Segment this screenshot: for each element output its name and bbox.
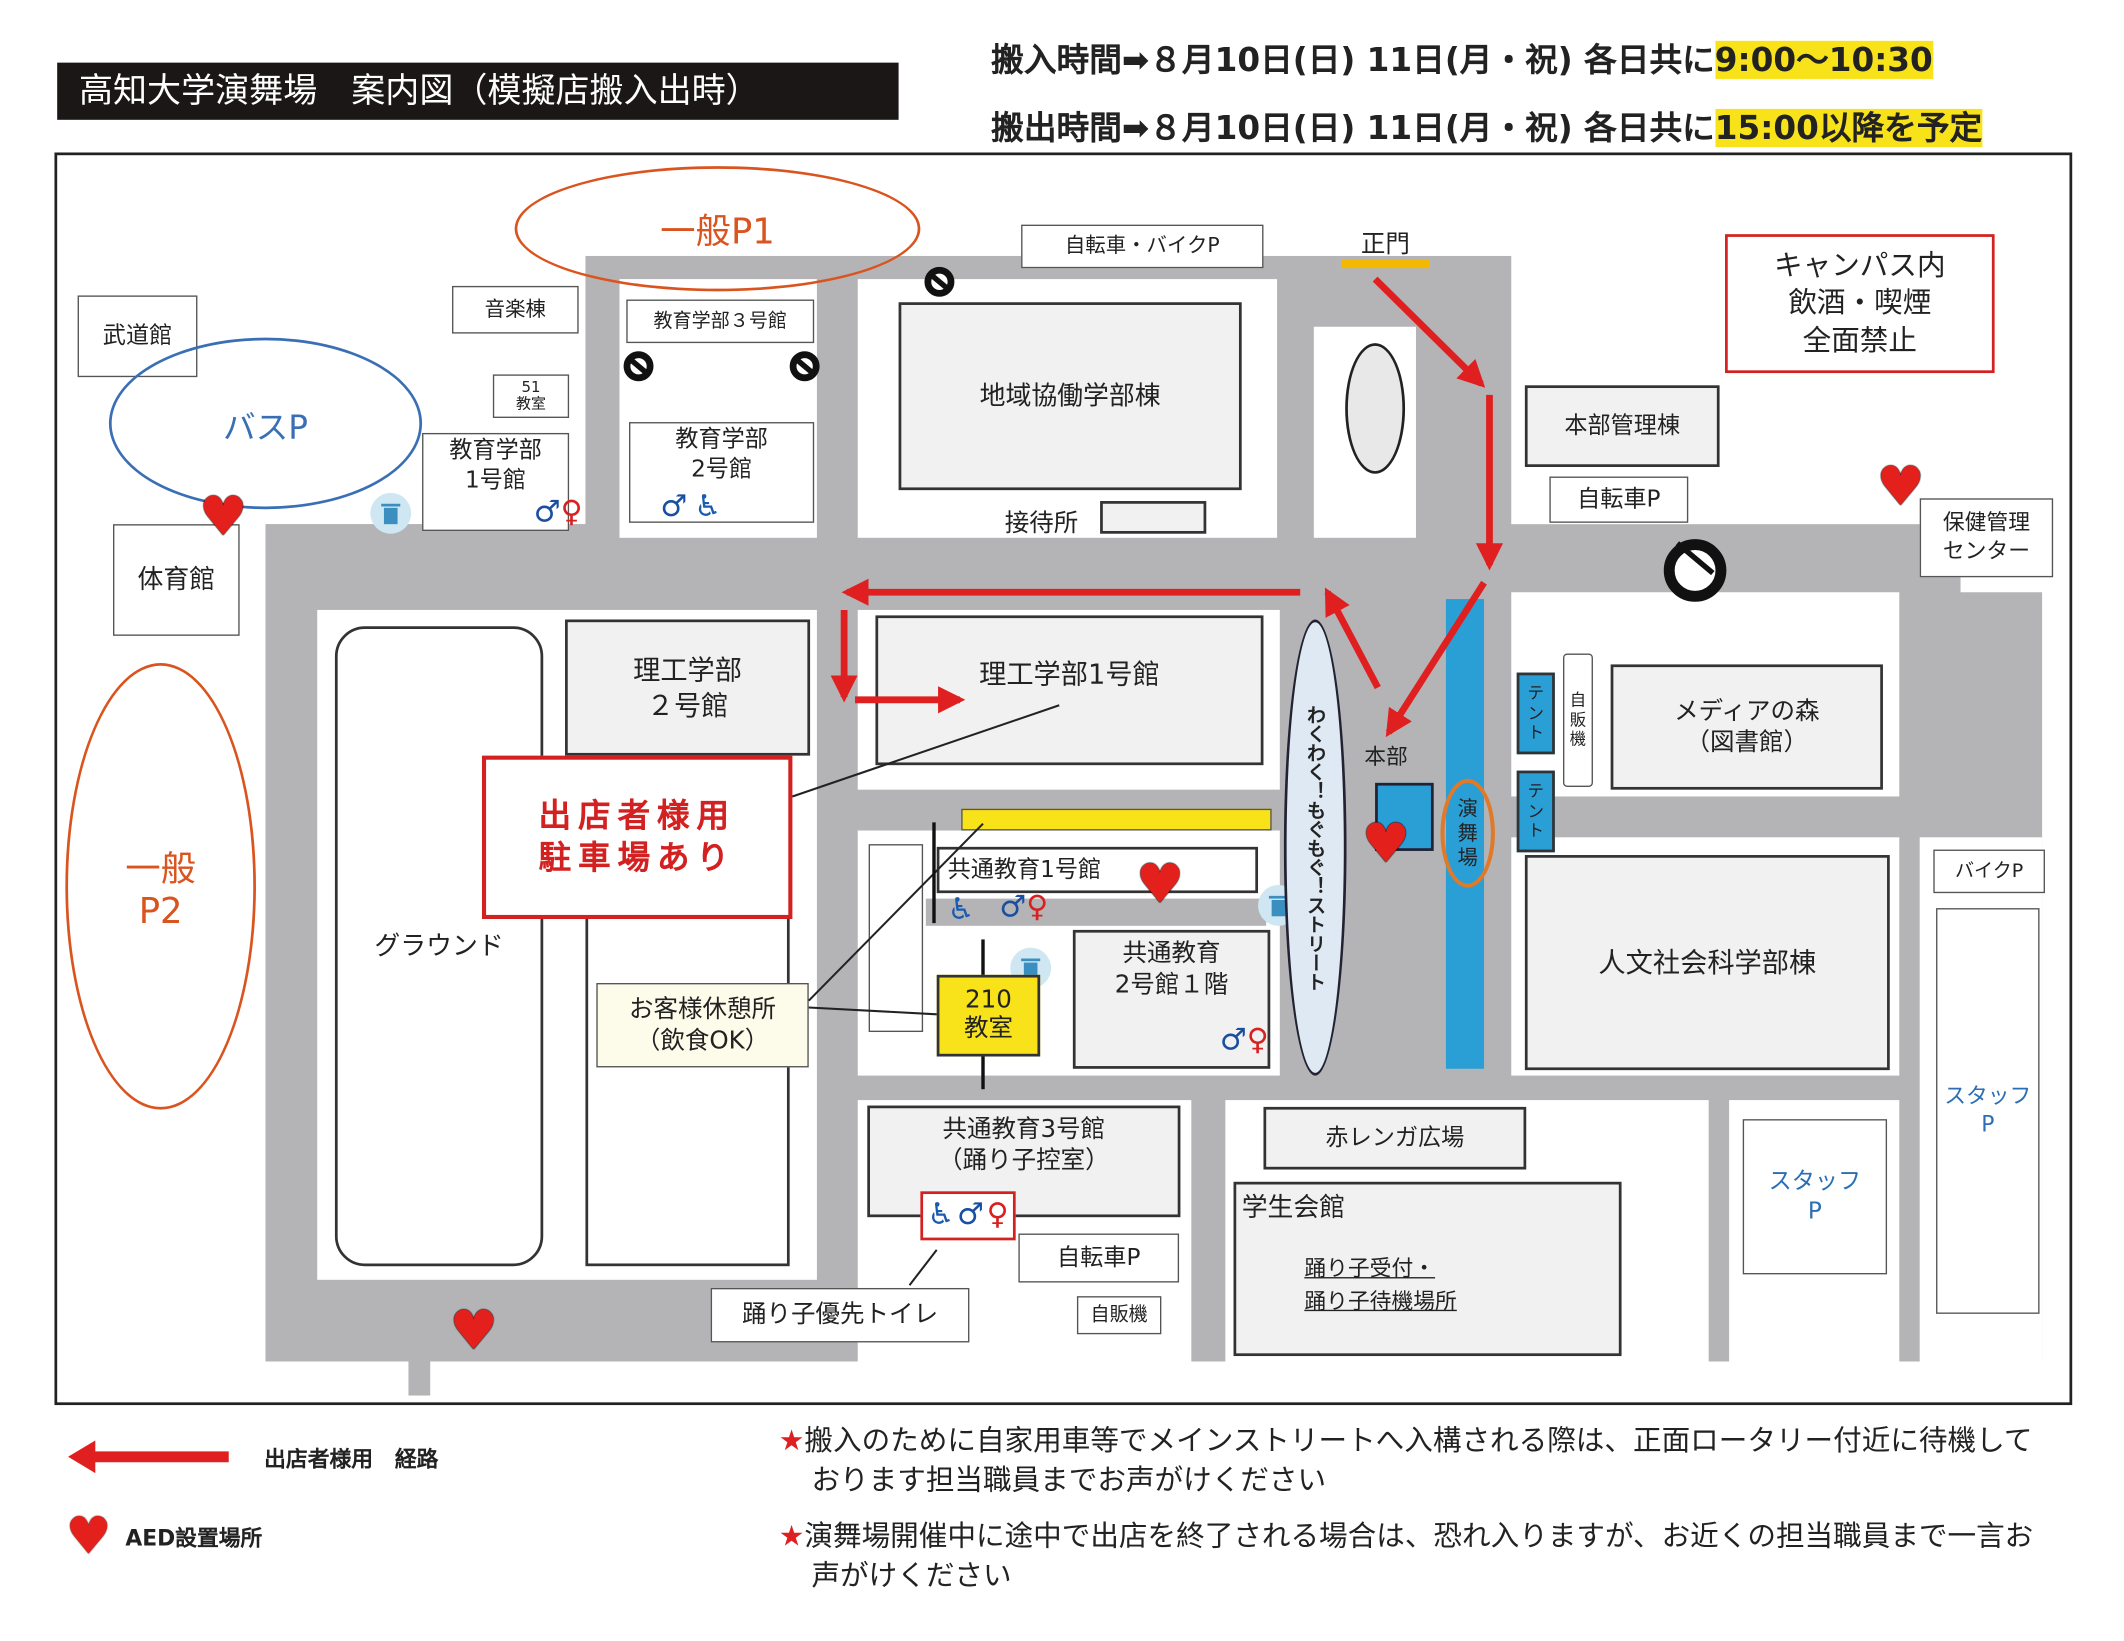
male-icon: ♂ [957, 1198, 984, 1233]
kyotsu-building-2: 共通教育 2号館１階 [1072, 929, 1271, 1069]
ground: グラウンド [334, 626, 544, 1267]
aed-heart-icon: ♥ [65, 1505, 112, 1566]
carry-out-label: 搬出時間➡８月10日(日) 11日(月・祝) 各日共に [991, 108, 1715, 148]
wheelchair-icon: ♿ [947, 893, 975, 928]
kyotsu-building-1-wing [868, 844, 924, 1033]
room-210: 210 教室 [936, 974, 1041, 1057]
student-hall [1233, 1181, 1622, 1357]
restroom-icon: ♂♀ [533, 495, 583, 530]
legend-route: 出店者様用 経路 [68, 1440, 439, 1474]
aed-heart-icon: ♥ [449, 1300, 499, 1363]
dancer-reception: 踊り子受付・ 踊り子待機場所 [1304, 1255, 1457, 1314]
humanities-building: 人文社会科学部棟 [1524, 855, 1890, 1071]
aed-heart-icon: ♥ [1135, 853, 1185, 917]
vending-machine: 自 販 機 [1563, 653, 1593, 787]
dancer-priority-toilet: 踊り子優先トイレ [710, 1287, 970, 1343]
vendor-parking-callout: 出店者様用 駐車場あり [481, 755, 793, 920]
note-1: ★搬入のために自家用車等でメインストリートへ入構される際は、正面ロータリー付近に… [779, 1421, 2045, 1501]
wheelchair-icon: ♿ [927, 1198, 955, 1233]
waku-waku-mogu-mogu-street[interactable]: わくわく！もぐもぐ！ストリート [1283, 619, 1347, 1076]
star-icon: ★ [778, 1519, 805, 1553]
note-2-text: 演舞場開催中に途中で出店を終了される場合は、恐れ入りますが、お近くの担当職員まで… [804, 1519, 2034, 1593]
kyotsu-building-1: 共通教育1号館 [936, 846, 1259, 894]
red-arrow-icon [68, 1440, 229, 1474]
main-gate: 正門 [1341, 225, 1430, 269]
bike-parking[interactable]: バイクP [1933, 849, 2045, 894]
white-area [2042, 592, 2070, 1362]
room-51: 51 教室 [492, 374, 570, 418]
carry-in-hours: 9:00～10:30 [1714, 40, 1933, 79]
reception-office [1100, 501, 1207, 534]
road-area [408, 1354, 431, 1396]
no-entry-icon [623, 351, 654, 382]
headquarters-admin-building: 本部管理棟 [1524, 385, 1720, 467]
parking-p1[interactable]: 一般P1 [514, 166, 921, 292]
carry-in-label: 搬入時間➡８月10日(日) 11日(月・祝) 各日共に [991, 40, 1715, 79]
bicycle-parking-right[interactable]: 自転車P [1549, 476, 1689, 523]
bus-parking[interactable]: バスP [108, 337, 423, 510]
health-center: 保健管理 センター [1919, 498, 2054, 578]
star-icon: ★ [778, 1424, 805, 1457]
reception-office-label: 接待所 [1004, 509, 1079, 538]
education-building-1: 教育学部 1号館 [422, 432, 570, 531]
vending-machine-bottom: 自販機 [1076, 1296, 1162, 1335]
aed-heart-icon: ♥ [1876, 456, 1925, 519]
aed-heart-icon: ♥ [198, 486, 248, 549]
no-drinking-smoking-notice: キャンパス内 飲酒・喫煙 全面禁止 [1725, 234, 1995, 374]
media-forest-library: メディアの森 （図書館） [1610, 664, 1883, 790]
headquarters-label: 本部 [1364, 743, 1408, 770]
carry-in-time: 搬入時間➡８月10日(日) 11日(月・祝) 各日共に9:00～10:30 [991, 33, 1933, 81]
note-2: ★演舞場開催中に途中で出店を終了される場合は、恐れ入りますが、お近くの担当職員ま… [779, 1517, 2045, 1597]
staff-parking[interactable]: スタッフ P [1742, 1119, 1888, 1275]
riko-building-2: 理工学部 ２号館 [565, 619, 811, 756]
female-icon: ♀ [986, 1198, 1009, 1233]
wheelchair-icon: ♿ [694, 490, 722, 525]
no-entry-icon [1663, 539, 1727, 602]
road-area [925, 898, 1267, 926]
restroom-icon: ♂♀ [999, 890, 1049, 925]
parking-p2[interactable]: 一般 P2 [65, 663, 256, 1110]
yellow-loading-zone [961, 808, 1272, 831]
tent: テ ン ト [1516, 672, 1555, 755]
legend-aed-label: AED設置場所 [125, 1524, 263, 1551]
trash-icon [370, 492, 412, 534]
chiiki-building: 地域協働学部棟 [898, 302, 1242, 491]
bike-parking-top[interactable]: 自転車・バイクP [1021, 224, 1264, 269]
enbujo-stage: 演 舞 場 [1440, 778, 1495, 888]
street-label: わくわく！もぐもぐ！ストリート [1304, 704, 1327, 991]
restroom-icon: ♂♀ [1219, 1023, 1269, 1058]
student-hall-label: 学生会館 [1241, 1192, 1346, 1223]
legend-aed: ♥ AED設置場所 [65, 1506, 262, 1566]
legend-route-label: 出店者様用 経路 [264, 1445, 439, 1472]
music-building: 音楽棟 [452, 285, 579, 334]
rotary-island [1345, 343, 1406, 474]
tent: テ ン ト [1516, 770, 1555, 853]
customer-rest-area: お客様休憩所 （飲食OK） [596, 983, 809, 1068]
riko-building-1: 理工学部1号館 [875, 615, 1264, 766]
carry-out-time: 搬出時間➡８月10日(日) 11日(月・祝) 各日共に15:00以降を予定 [991, 101, 1982, 149]
restroom-icon: ♂ [660, 490, 688, 525]
staff-parking-right[interactable]: スタッフ P [1936, 908, 2040, 1314]
kyotsu-building-3: 共通教育3号館 （踊り子控室） [867, 1105, 1181, 1218]
map-frame [54, 152, 2073, 1406]
gym: 体育館 [113, 524, 240, 636]
carry-out-hours: 15:00以降を予定 [1714, 108, 1983, 148]
no-entry-icon [924, 266, 955, 297]
red-brick-plaza: 赤レンガ広場 [1263, 1106, 1527, 1170]
accessible-toilet-icon: ♿♂♀ [920, 1191, 1016, 1241]
bicycle-parking-bottom[interactable]: 自転車P [1018, 1233, 1180, 1283]
aed-heart-icon: ♥ [1361, 812, 1411, 876]
education-building-3: 教育学部３号館 [626, 299, 815, 344]
headquarters-tent [1375, 782, 1434, 851]
note-1-text: 搬入のために自家用車等でメインストリートへ入構される際は、正面ロータリー付近に待… [804, 1424, 2033, 1497]
page-title: 高知大学演舞場 案内図（模擬店搬入出時） [57, 62, 899, 120]
no-entry-icon [789, 351, 820, 382]
education-building-2: 教育学部 2号館 [629, 422, 815, 523]
